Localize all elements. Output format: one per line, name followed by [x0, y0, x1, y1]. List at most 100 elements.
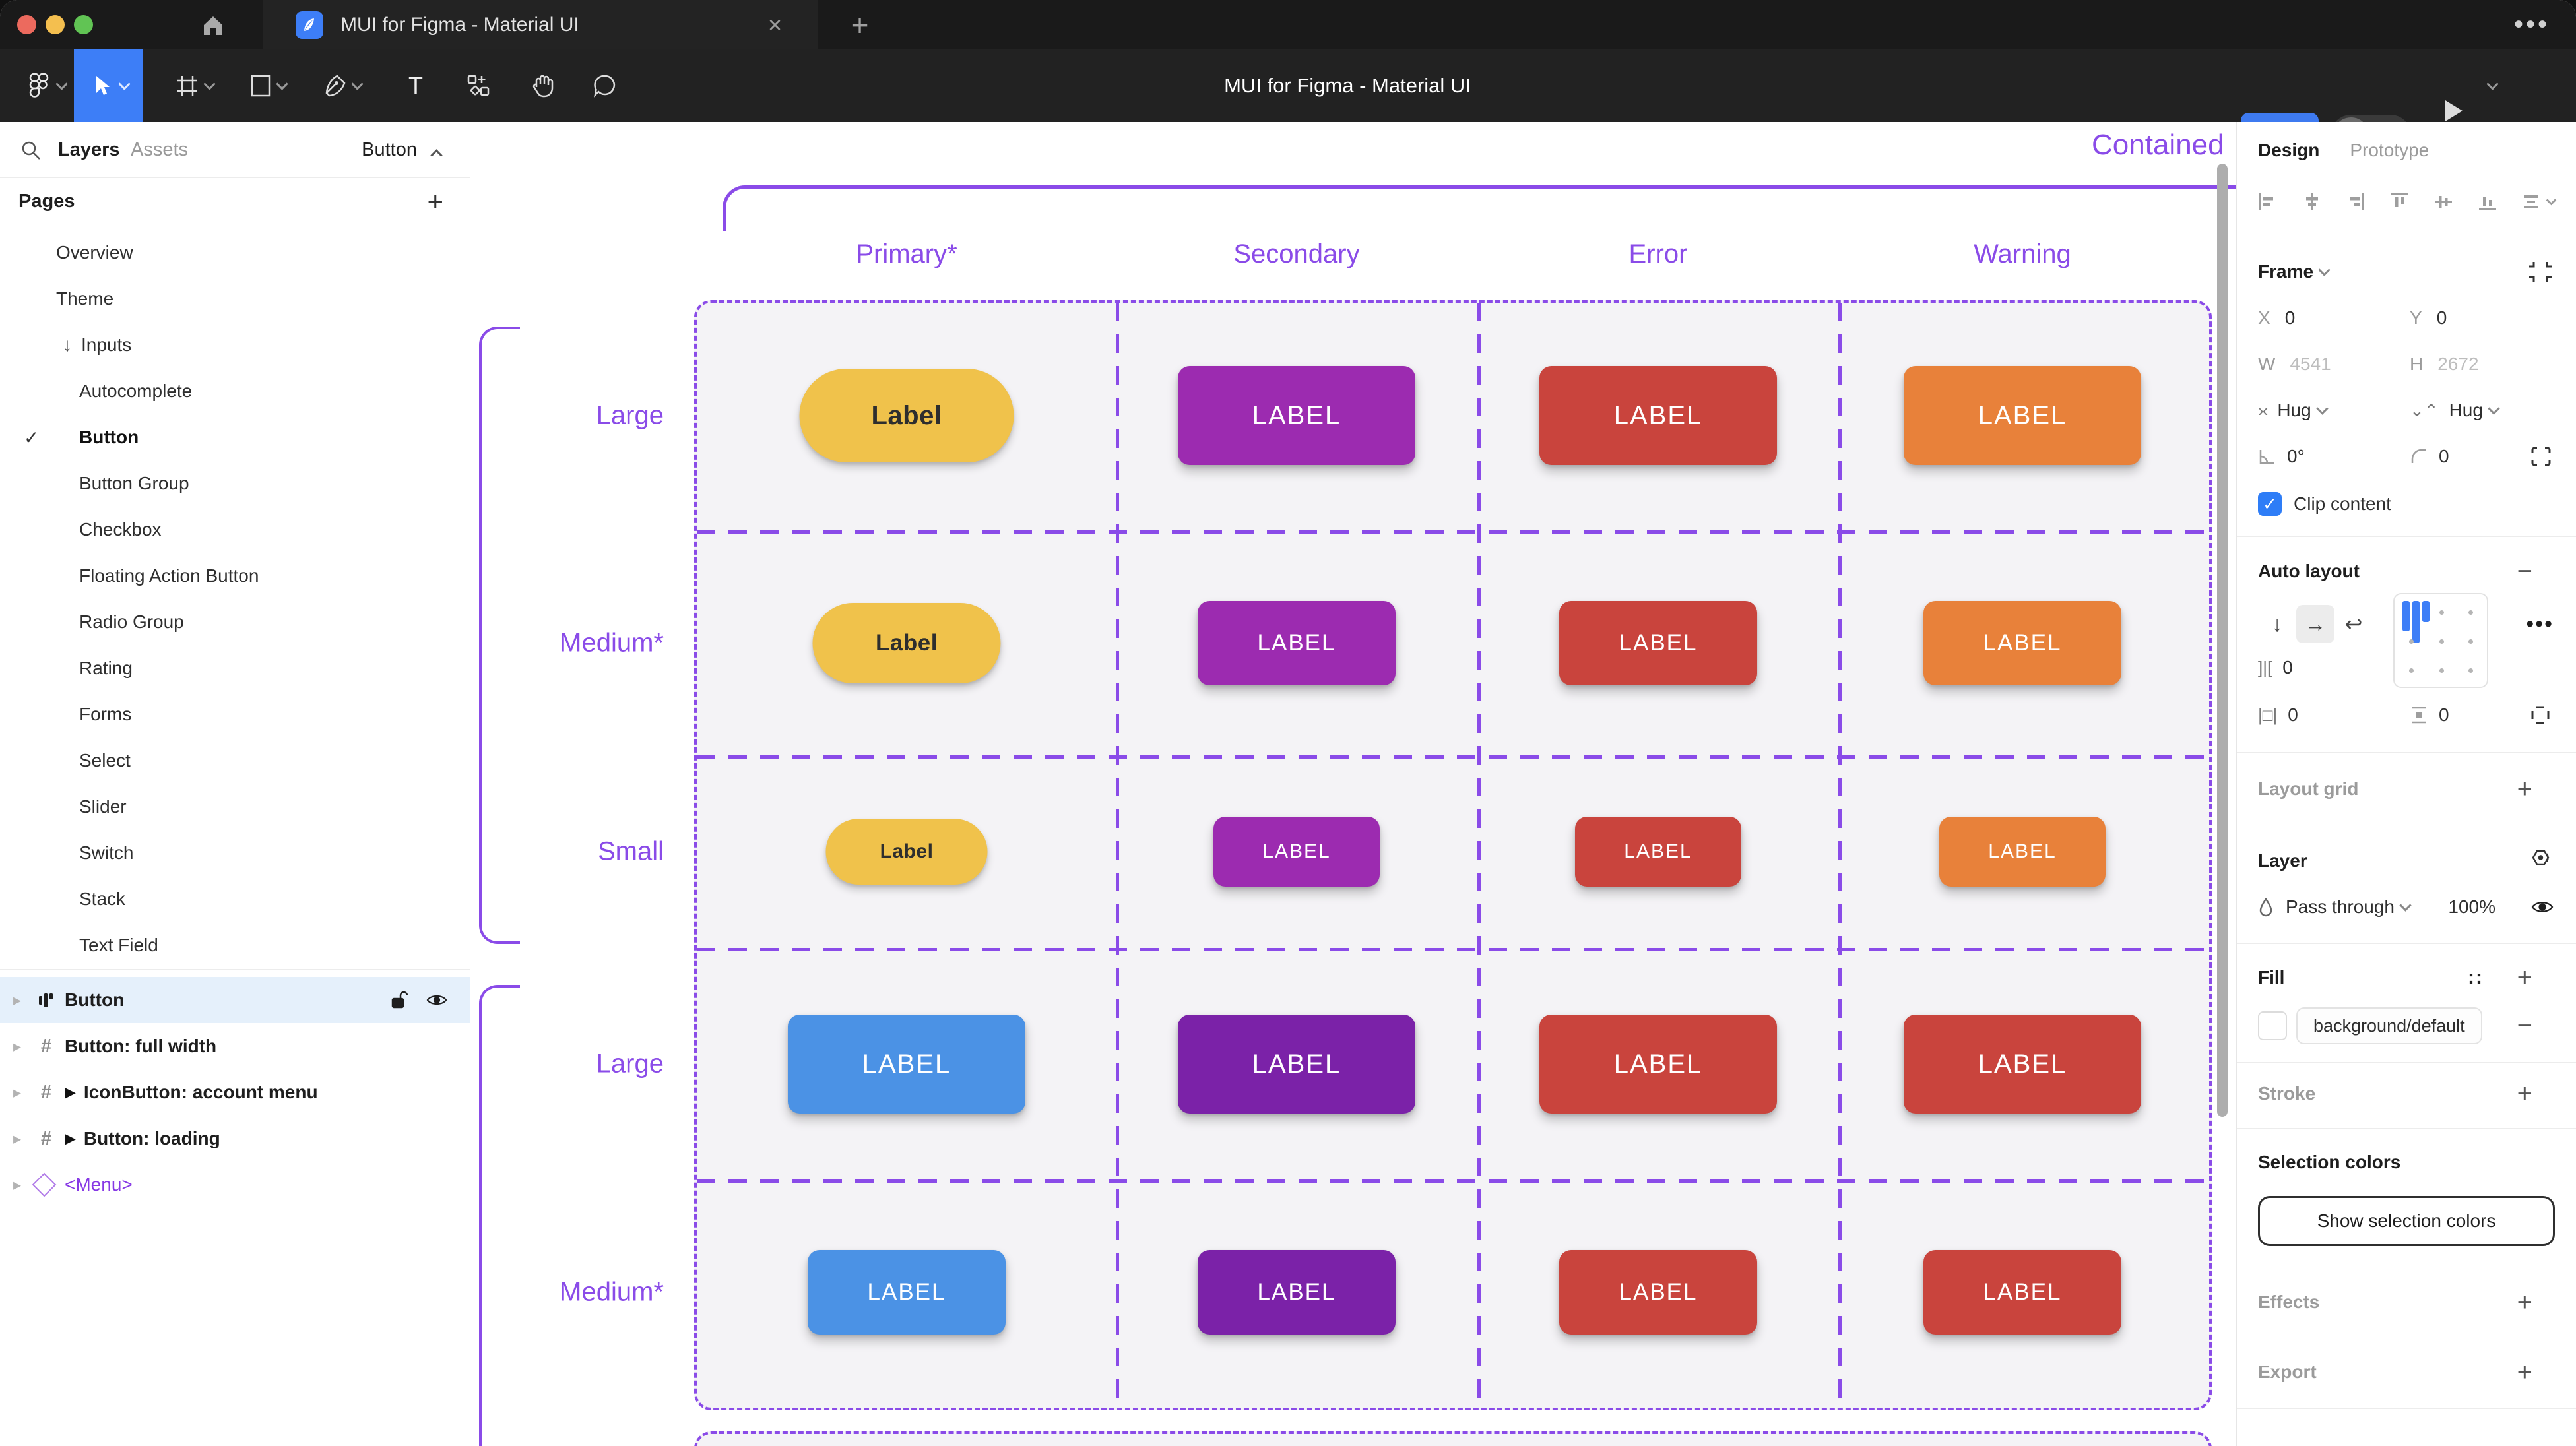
sidebar-page-checkbox[interactable]: Checkbox	[0, 507, 470, 553]
align-right-icon[interactable]	[2346, 192, 2366, 212]
layer-visibility-icon[interactable]	[2531, 898, 2554, 916]
add-export-button[interactable]: +	[2517, 1357, 2532, 1387]
figma-menu-button[interactable]	[18, 49, 74, 122]
fill-style-token[interactable]: background/default	[2296, 1007, 2482, 1044]
add-stroke-button[interactable]: +	[2517, 1079, 2532, 1108]
tab-close-icon[interactable]: ×	[767, 11, 782, 38]
button-secondary-small[interactable]: LABEL	[1213, 817, 1380, 887]
sidebar-page-text-field[interactable]: Text Field	[0, 922, 470, 968]
fullscreen-window-button[interactable]	[74, 15, 93, 34]
canvas[interactable]: Contained Primary* Secondary Error Warni…	[470, 122, 2237, 1446]
present-options-button[interactable]	[2476, 49, 2502, 122]
align-horizontal-center-icon[interactable]	[2302, 192, 2322, 212]
corner-radius-value[interactable]: 0	[2439, 446, 2449, 466]
button-warning-medium-2[interactable]: LABEL	[1923, 1250, 2121, 1335]
pen-tool-button[interactable]	[305, 49, 379, 122]
page-selector[interactable]: Button	[362, 139, 417, 160]
horizontal-padding-value[interactable]: 0	[2288, 705, 2298, 725]
sidebar-page-switch[interactable]: Switch	[0, 830, 470, 876]
disclosure-icon[interactable]: ▸	[13, 1037, 22, 1055]
shape-tool-button[interactable]	[232, 49, 304, 122]
sidebar-page-theme[interactable]: Theme	[0, 276, 470, 322]
canvas-scrollbar[interactable]	[2217, 164, 2228, 1117]
close-window-button[interactable]	[17, 15, 36, 34]
layout-horizontal-button[interactable]: →	[2296, 605, 2334, 643]
sidebar-page-overview[interactable]: Overview	[0, 230, 470, 276]
button-error-small[interactable]: LABEL	[1575, 817, 1741, 887]
remove-auto-layout-button[interactable]: −	[2517, 556, 2532, 586]
document-tab[interactable]: MUI for Figma - Material UI ×	[263, 0, 818, 49]
home-button[interactable]	[198, 11, 228, 40]
sidebar-page-slider[interactable]: Slider	[0, 784, 470, 830]
auto-layout-more-button[interactable]: •••	[2526, 611, 2554, 637]
rotation-value[interactable]: 0°	[2287, 446, 2305, 466]
blend-mode-value[interactable]: Pass through	[2286, 896, 2395, 917]
layout-vertical-button[interactable]: ↓	[2272, 612, 2282, 636]
layer-row-iconbutton-account-menu[interactable]: ▸ # ▶ IconButton: account menu	[0, 1069, 470, 1116]
button-secondary-medium-2[interactable]: LABEL	[1198, 1250, 1396, 1335]
fill-color-swatch[interactable]	[2258, 1011, 2287, 1040]
show-selection-colors-button[interactable]: Show selection colors	[2258, 1196, 2555, 1246]
layer-row-button-loading[interactable]: ▸ # ▶ Button: loading	[0, 1116, 470, 1162]
sidebar-page-radio-group[interactable]: Radio Group	[0, 599, 470, 645]
visibility-icon[interactable]	[426, 992, 447, 1008]
button-warning-large[interactable]: LABEL	[1904, 366, 2141, 465]
disclosure-icon[interactable]: ▸	[13, 991, 22, 1009]
button-error-large-2[interactable]: LABEL	[1539, 1015, 1777, 1114]
hug-horizontal-value[interactable]: Hug	[2277, 400, 2311, 420]
button-secondary-large[interactable]: LABEL	[1178, 366, 1415, 465]
hug-vertical-value[interactable]: Hug	[2449, 400, 2483, 420]
remove-fill-button[interactable]: −	[2517, 1011, 2532, 1040]
clip-content-checkbox[interactable]: ✓	[2258, 492, 2282, 516]
button-error-large[interactable]: LABEL	[1539, 366, 1777, 465]
disclosure-icon[interactable]: ▸	[13, 1129, 22, 1148]
add-fill-button[interactable]: +	[2517, 962, 2532, 992]
button-primary-small[interactable]: Label	[825, 819, 988, 885]
opacity-value[interactable]: 100%	[2448, 896, 2496, 917]
button-primary-large-2[interactable]: LABEL	[788, 1015, 1025, 1114]
align-left-icon[interactable]	[2258, 192, 2278, 212]
h-value[interactable]: 2672	[2437, 354, 2479, 374]
button-error-medium[interactable]: LABEL	[1559, 601, 1757, 685]
sidebar-page-stack[interactable]: Stack	[0, 876, 470, 922]
align-vertical-center-icon[interactable]	[2433, 192, 2453, 212]
layer-row-button[interactable]: ▸ Button	[0, 977, 470, 1023]
layer-row-menu-instance[interactable]: ▸ <Menu>	[0, 1162, 470, 1208]
button-primary-large[interactable]: Label	[799, 369, 1014, 462]
gap-value[interactable]: 0	[2282, 657, 2293, 677]
sidebar-page-button-group[interactable]: Button Group	[0, 460, 470, 507]
collapse-icon[interactable]	[2528, 260, 2552, 284]
window-more-icon[interactable]: •••	[2513, 10, 2550, 39]
disclosure-icon[interactable]: ▸	[13, 1176, 22, 1194]
sidebar-page-forms[interactable]: Forms	[0, 691, 470, 738]
styles-icon[interactable]: ::	[2468, 966, 2484, 988]
sidebar-page-button[interactable]: ✓ Button	[0, 414, 470, 460]
tab-layers[interactable]: Layers	[58, 139, 120, 160]
add-layout-grid-button[interactable]: +	[2517, 774, 2532, 803]
align-top-icon[interactable]	[2390, 192, 2410, 212]
button-primary-medium-2[interactable]: LABEL	[808, 1250, 1006, 1335]
sidebar-page-select[interactable]: Select	[0, 738, 470, 784]
move-tool-button[interactable]	[74, 49, 143, 122]
independent-corners-icon[interactable]	[2530, 445, 2552, 468]
add-page-button[interactable]: +	[427, 185, 443, 216]
w-value[interactable]: 4541	[2290, 354, 2331, 374]
sidebar-page-inputs[interactable]: ↓ Inputs	[0, 322, 470, 368]
button-primary-medium[interactable]: Label	[812, 603, 1001, 683]
button-warning-small[interactable]: LABEL	[1939, 817, 2106, 887]
sidebar-page-floating-action-button[interactable]: Floating Action Button	[0, 553, 470, 599]
layer-row-button-full-width[interactable]: ▸ # Button: full width	[0, 1023, 470, 1069]
tab-assets[interactable]: Assets	[131, 139, 189, 160]
comment-tool-button[interactable]	[575, 49, 635, 122]
sidebar-page-rating[interactable]: Rating	[0, 645, 470, 691]
sidebar-page-autocomplete[interactable]: Autocomplete	[0, 368, 470, 414]
x-value[interactable]: 0	[2284, 307, 2296, 328]
unlock-icon[interactable]	[391, 990, 408, 1010]
resources-tool-button[interactable]	[449, 49, 508, 122]
search-icon[interactable]	[20, 139, 42, 162]
distribute-menu-button[interactable]	[2521, 192, 2557, 212]
align-bottom-icon[interactable]	[2478, 192, 2497, 212]
independent-padding-icon[interactable]	[2530, 705, 2551, 726]
new-tab-button[interactable]: +	[851, 7, 869, 42]
document-title[interactable]: MUI for Figma - Material UI	[1224, 74, 1471, 97]
